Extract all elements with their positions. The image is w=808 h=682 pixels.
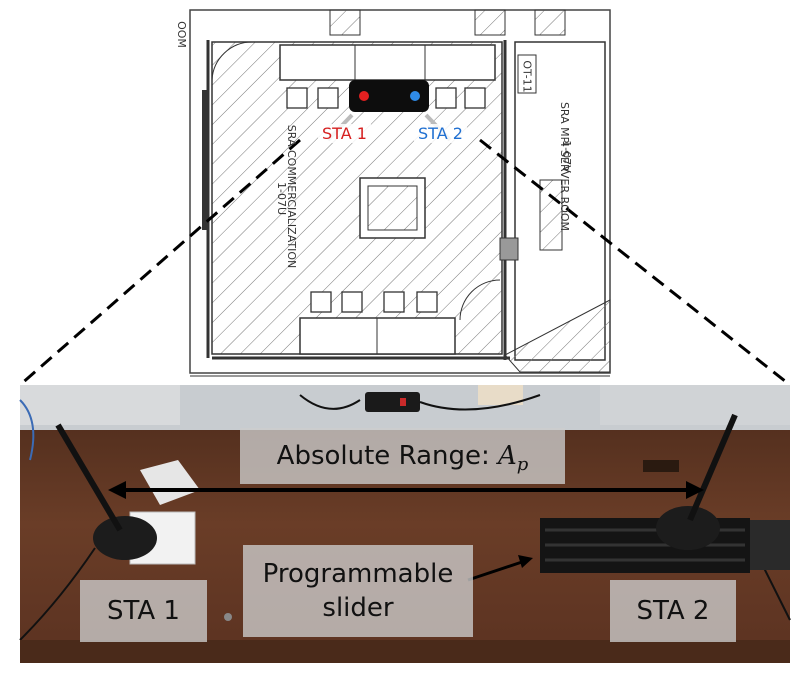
- power-switch: [400, 398, 406, 406]
- table-edge: [20, 640, 790, 663]
- chair: [286, 87, 308, 109]
- slider-motor: [750, 520, 790, 570]
- absolute-range-label: Absolute Range: Ap: [240, 428, 565, 484]
- chairs-top: [286, 87, 486, 109]
- map-sta2-label: STA 2: [414, 124, 467, 143]
- absolute-range-sub: p: [516, 454, 529, 476]
- absolute-range-var: A: [498, 441, 517, 471]
- sta1-cable: [19, 547, 96, 641]
- range-arrow-head-left: [108, 481, 126, 499]
- photo-sta2-label: STA 2: [610, 580, 736, 642]
- server-rack: [539, 179, 563, 251]
- background-box: [478, 385, 523, 405]
- cable: [419, 394, 541, 411]
- chair: [435, 87, 457, 109]
- range-arrow-head-right: [686, 481, 704, 499]
- zoom-line-left: [19, 138, 301, 387]
- fixture: [474, 9, 506, 36]
- corridor-corner: [504, 299, 611, 373]
- sta2-router: [656, 506, 720, 550]
- chair: [416, 291, 438, 313]
- slider-pointer-head: [518, 555, 533, 568]
- wall-unit: [499, 237, 519, 261]
- chair: [310, 291, 332, 313]
- absolute-range-text: Absolute Range:: [276, 441, 499, 471]
- fixture: [534, 9, 566, 36]
- sta-pair-marker: [349, 80, 429, 112]
- fixture: [329, 9, 361, 36]
- floor-plan: [189, 9, 611, 377]
- sta1-antenna: [55, 423, 123, 532]
- power-strip: [365, 392, 420, 412]
- chair: [464, 87, 486, 109]
- sta1-dot: [359, 91, 369, 101]
- room-label-oom: OOM: [174, 21, 188, 48]
- room-label-107v: 1-07V: [559, 140, 573, 173]
- sta2-dot: [410, 91, 420, 101]
- table-screw: [224, 613, 232, 621]
- sta1-router: [93, 516, 157, 560]
- map-sta1-label: STA 1: [318, 124, 371, 143]
- door-arc-nw: [211, 41, 253, 81]
- door-arc-se: [459, 279, 501, 321]
- sta2-antenna: [687, 413, 738, 522]
- room-label-107u: 1-07U: [275, 181, 289, 216]
- photo-sta1-label: STA 1: [80, 580, 207, 642]
- slider-pointer-line: [467, 560, 523, 582]
- top-fixtures: [329, 9, 566, 36]
- room-label-ot11: OT-11: [520, 60, 534, 93]
- paper: [140, 460, 200, 505]
- chair: [341, 291, 363, 313]
- center-table-inner: [367, 185, 418, 231]
- chairs-bottom: [310, 291, 438, 313]
- slider-label-line2: slider: [322, 593, 394, 623]
- programmable-slider-label: Programmable slider: [243, 545, 473, 637]
- ot11-box: [517, 54, 537, 94]
- slider-label-line1: Programmable: [262, 559, 454, 589]
- chair: [383, 291, 405, 313]
- chair: [317, 87, 339, 109]
- grommet-hole: [643, 460, 679, 472]
- background-panel-left: [20, 385, 180, 425]
- background-panel-right: [600, 385, 790, 425]
- top-bench: [279, 44, 496, 81]
- blue-cable: [19, 399, 35, 461]
- cable: [299, 394, 361, 410]
